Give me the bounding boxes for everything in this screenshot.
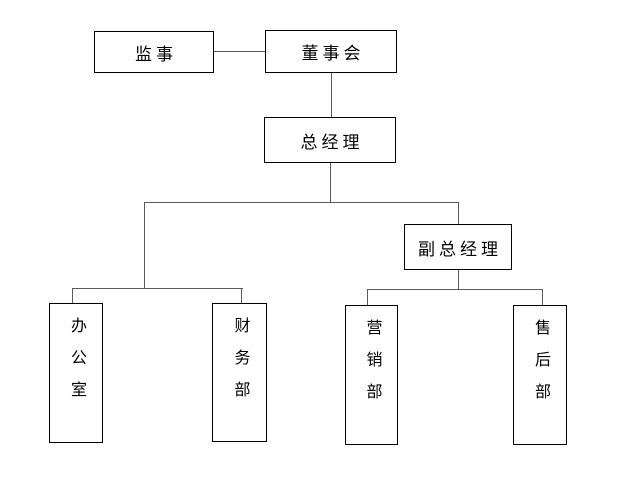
connector-left-split — [72, 288, 243, 289]
org-node-board-label: 董事会 — [301, 44, 365, 63]
connector-dgm-stem-top — [458, 202, 459, 224]
org-node-board: 董事会 — [265, 30, 397, 73]
org-node-finance-dept: 财务部 — [212, 303, 267, 442]
connector-right-split — [367, 289, 543, 290]
org-node-supervisor-label: 监事 — [135, 44, 177, 64]
connector-main-split — [144, 202, 459, 203]
connector-supervisor-board — [214, 51, 265, 52]
org-node-finance-dept-label: 财务部 — [231, 317, 249, 413]
org-node-marketing-dept-label: 营销部 — [363, 319, 381, 415]
connector-left-branch — [144, 202, 145, 288]
org-node-marketing-dept: 营销部 — [345, 305, 398, 445]
connector-finance-drop — [241, 288, 242, 303]
org-node-supervisor: 监事 — [94, 31, 214, 73]
connector-dgm-stem-bottom — [458, 270, 459, 289]
org-node-after-sales-dept: 售后部 — [513, 305, 567, 445]
org-node-after-sales-dept-label: 售后部 — [532, 319, 549, 415]
connector-board-gm — [331, 73, 332, 117]
org-node-deputy-general-manager: 副总经理 — [404, 224, 512, 270]
org-node-office: 办公室 — [49, 303, 103, 443]
connector-aftersales-drop — [542, 289, 543, 305]
org-node-office-label: 办公室 — [68, 317, 85, 413]
connector-gm-stem — [330, 163, 331, 202]
org-node-general-manager: 总经理 — [264, 117, 396, 163]
org-node-general-manager-label: 总经理 — [300, 132, 364, 152]
connector-office-drop — [72, 288, 73, 303]
connector-marketing-drop — [367, 289, 368, 305]
org-node-deputy-general-manager-label: 副总经理 — [418, 239, 502, 259]
